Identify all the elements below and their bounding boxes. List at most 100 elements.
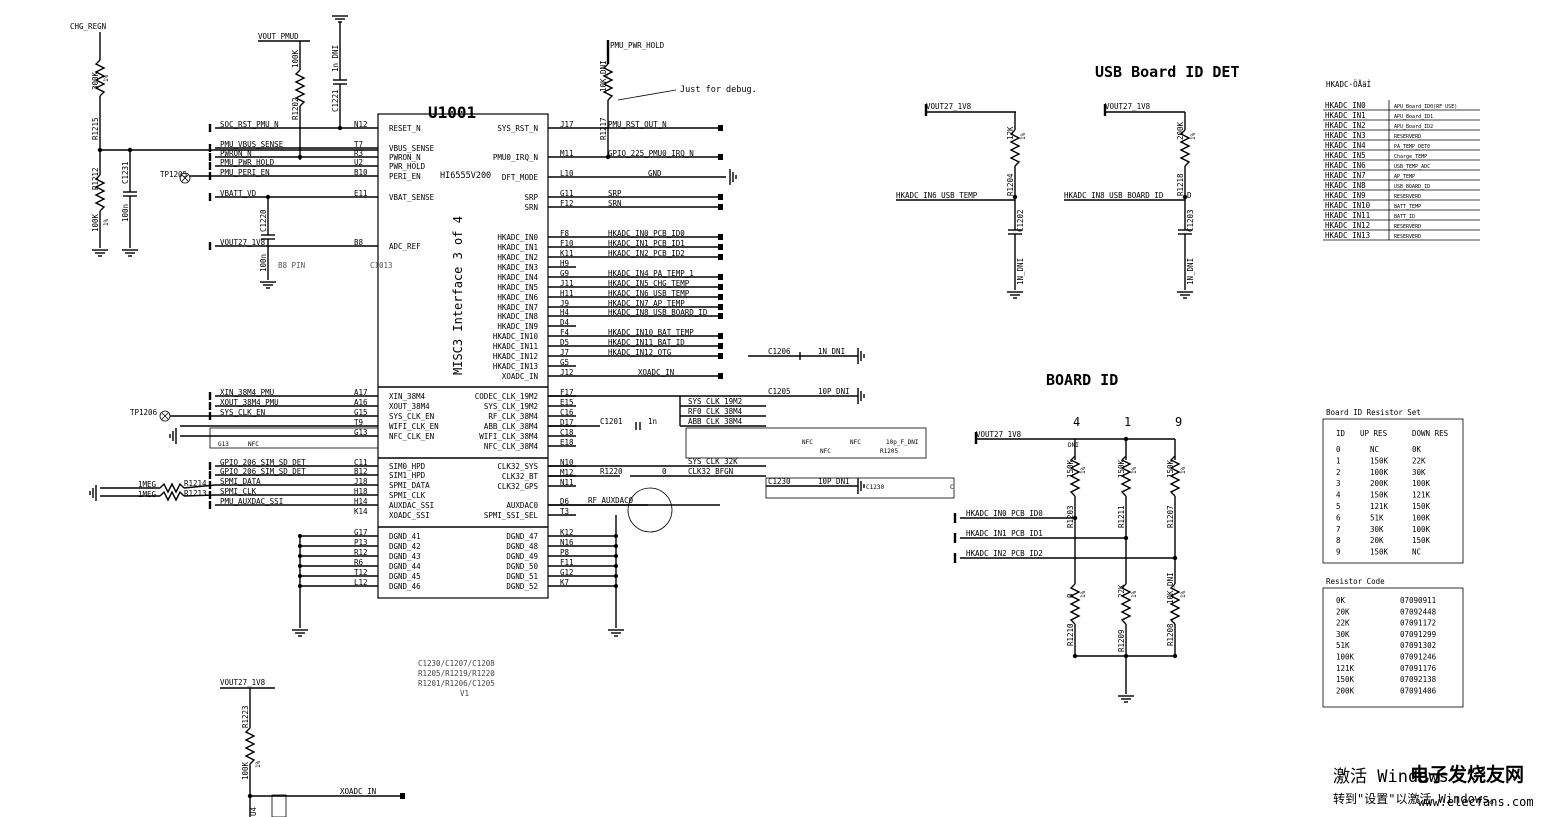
svg-text:G13: G13 <box>218 441 229 448</box>
svg-text:07090911: 07090911 <box>1400 596 1436 605</box>
svg-text:1n: 1n <box>648 417 657 426</box>
svg-text:J9: J9 <box>560 299 569 308</box>
resistor-r1215 <box>94 59 106 97</box>
svg-text:PERI_EN: PERI_EN <box>389 172 421 181</box>
svg-text:H4: H4 <box>560 308 570 317</box>
svg-text:激活 Windows: 激活 Windows <box>1333 767 1449 787</box>
svg-text:P8: P8 <box>560 548 570 557</box>
svg-text:DGND_47: DGND_47 <box>506 532 538 541</box>
svg-text:DGND_46: DGND_46 <box>389 582 421 591</box>
svg-text:200K: 200K <box>1176 121 1185 140</box>
svg-text:30K: 30K <box>1412 468 1426 477</box>
svg-text:J11: J11 <box>560 279 574 288</box>
svg-text:HKADC_IN13: HKADC_IN13 <box>1325 231 1370 240</box>
svg-text:SRN: SRN <box>608 199 622 208</box>
svg-text:G11: G11 <box>560 189 574 198</box>
svg-text:12K: 12K <box>1006 126 1015 140</box>
svg-text:30K: 30K <box>1336 630 1350 639</box>
resistor-code-row: 30K 07091299 <box>1336 630 1436 639</box>
svg-text:5: 5 <box>1336 502 1341 511</box>
net-pmu-pwr-hold: PMU_PWR_HOLD <box>610 41 665 50</box>
svg-text:F10: F10 <box>560 239 574 248</box>
svg-text:DGND_44: DGND_44 <box>389 562 421 571</box>
r1212-ref: R1212 <box>91 167 100 190</box>
svg-text:HKADC_IN3: HKADC_IN3 <box>1325 131 1366 140</box>
watermark: 激活 Windows 转到"设置"以激活 Windows。 电子发烧友网 www… <box>1333 763 1534 809</box>
svg-text:D6: D6 <box>560 497 570 506</box>
svg-text:R1211: R1211 <box>1117 505 1126 528</box>
svg-text:150K: 150K <box>1412 536 1431 545</box>
svg-text:SYS_CLK_19M2: SYS_CLK_19M2 <box>484 402 538 411</box>
svg-text:150K: 150K <box>1166 459 1175 478</box>
r1212-val: 100K <box>91 213 100 232</box>
svg-text:G13: G13 <box>354 428 368 437</box>
svg-text:RESERVERD: RESERVERD <box>1394 194 1421 200</box>
svg-text:HKADC_IN10: HKADC_IN10 <box>493 332 539 341</box>
svg-text:SRN: SRN <box>524 203 538 212</box>
svg-text:SYS_CLK_19M2: SYS_CLK_19M2 <box>688 397 742 406</box>
svg-text:C: C <box>950 484 954 491</box>
svg-text:T9: T9 <box>354 418 363 427</box>
svg-text:22K: 22K <box>1412 456 1426 465</box>
svg-text:HKADC_IN3: HKADC_IN3 <box>497 263 538 272</box>
svg-text:ID: ID <box>1336 429 1346 438</box>
svg-text:E15: E15 <box>560 398 574 407</box>
svg-text:1%: 1% <box>1080 590 1087 598</box>
svg-text:www.elecfans.com: www.elecfans.com <box>1418 795 1534 809</box>
svg-text:R6: R6 <box>354 558 364 567</box>
resistor-r1223 <box>244 727 256 765</box>
svg-text:R1203: R1203 <box>1066 505 1075 528</box>
svg-text:200K: 200K <box>1336 686 1355 695</box>
svg-text:SPMI_DATA: SPMI_DATA <box>389 481 430 490</box>
svg-text:ABB_CLK_38M4: ABB_CLK_38M4 <box>484 422 539 431</box>
svg-text:1%: 1% <box>1180 590 1187 598</box>
svg-text:10p_F_DNI: 10p_F_DNI <box>886 439 919 446</box>
svg-text:XOUT_38M4: XOUT_38M4 <box>389 402 430 411</box>
svg-text:NFC: NFC <box>248 441 259 448</box>
svg-text:转到"设置"以激活 Windows。: 转到"设置"以激活 Windows。 <box>1333 791 1501 806</box>
testpoint-tp1205 <box>179 172 191 184</box>
svg-text:GPIO_206_SIM_SD_DET: GPIO_206_SIM_SD_DET <box>220 458 306 467</box>
svg-text:PWRON_N: PWRON_N <box>220 149 252 158</box>
svg-text:20K: 20K <box>1370 536 1384 545</box>
r1215-val: 300K <box>91 71 100 90</box>
svg-text:R1213: R1213 <box>184 489 207 498</box>
svg-text:E18: E18 <box>560 438 574 447</box>
svg-text:07091176: 07091176 <box>1400 664 1437 673</box>
svg-text:07091299: 07091299 <box>1400 630 1436 639</box>
svg-text:NFC_CLK_EN: NFC_CLK_EN <box>389 432 434 441</box>
svg-text:1MEG: 1MEG <box>138 480 157 489</box>
svg-text:RF0_CLK_38M4: RF0_CLK_38M4 <box>688 407 743 416</box>
svg-text:D17: D17 <box>560 418 574 427</box>
svg-text:100K: 100K <box>1412 513 1431 522</box>
svg-text:07092448: 07092448 <box>1400 607 1437 616</box>
svg-text:PMU_PWR_HOLD: PMU_PWR_HOLD <box>220 158 275 167</box>
svg-text:C1230: C1230 <box>768 477 791 486</box>
svg-text:R1201/R1206/C1205: R1201/R1206/C1205 <box>418 679 495 688</box>
svg-text:H18: H18 <box>354 487 368 496</box>
svg-text:ADC_REF: ADC_REF <box>389 242 421 251</box>
svg-text:HKADC_IN8: HKADC_IN8 <box>497 312 538 321</box>
svg-text:G12: G12 <box>560 568 574 577</box>
svg-text:SIM1_HPD: SIM1_HPD <box>389 471 426 480</box>
